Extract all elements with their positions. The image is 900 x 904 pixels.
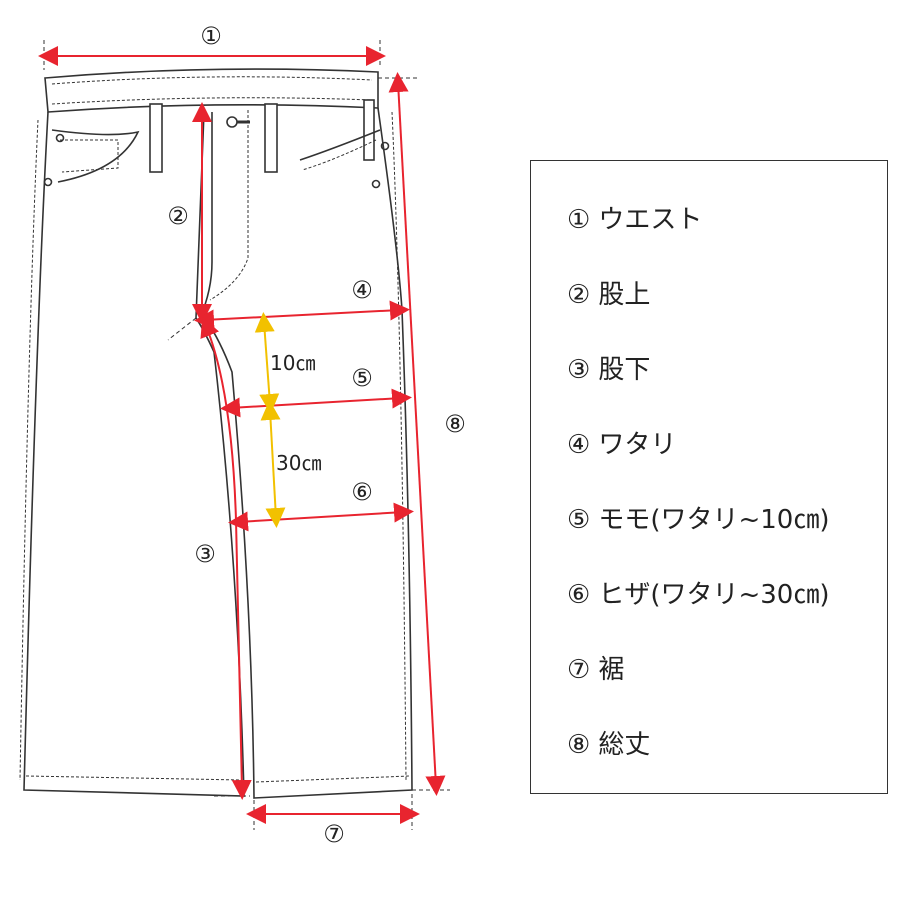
offset-arrows [254, 312, 286, 528]
reference-lines [43, 40, 450, 830]
legend-num: ⑤ [567, 505, 591, 535]
legend-num: ② [567, 280, 591, 310]
legend-num: ⑧ [567, 730, 591, 760]
upper-thigh-arrow [220, 388, 412, 418]
inseam-arrow [200, 316, 252, 800]
diagram-markers: ① ② ④ ⑤ ⑥ ③ ⑧ ⑦ [167, 22, 466, 848]
legend-label: 股下 [598, 355, 651, 385]
legend-num: ⑥ [567, 580, 591, 610]
legend-label: 裾 [598, 655, 625, 685]
marker-total-length: ⑧ [444, 410, 466, 438]
marker-thigh: ④ [351, 276, 373, 304]
knee-arrow [228, 502, 414, 532]
legend-label: 股上 [598, 280, 651, 310]
marker-knee: ⑥ [351, 478, 373, 506]
marker-upper-thigh: ⑤ [351, 364, 373, 392]
legend-label: ウエスト [598, 205, 703, 235]
legend-label: 総丈 [598, 730, 651, 760]
legend-num: ① [567, 205, 591, 235]
legend-num: ④ [567, 430, 591, 460]
marker-inseam: ③ [194, 540, 216, 568]
measurement-arrows [38, 46, 446, 824]
pants-outline [19, 68, 413, 799]
marker-waist: ① [200, 22, 222, 50]
legend-label: ワタリ [598, 430, 677, 460]
legend-label: ヒザ(ワタリ~30㎝) [598, 580, 830, 610]
upper-offset-arrow [254, 312, 280, 414]
legend-num: ⑦ [567, 655, 591, 685]
legend-num: ③ [567, 355, 591, 385]
marker-rise: ② [167, 202, 189, 230]
total-length-arrow [388, 72, 446, 796]
lower-offset-arrow [260, 400, 286, 528]
lower-offset-label: 30㎝ [276, 451, 321, 475]
legend-label: モモ(ワタリ~10㎝) [598, 505, 830, 535]
marker-hem: ⑦ [323, 820, 345, 848]
upper-offset-label: 10㎝ [270, 351, 315, 375]
thigh-arrow [194, 300, 410, 330]
